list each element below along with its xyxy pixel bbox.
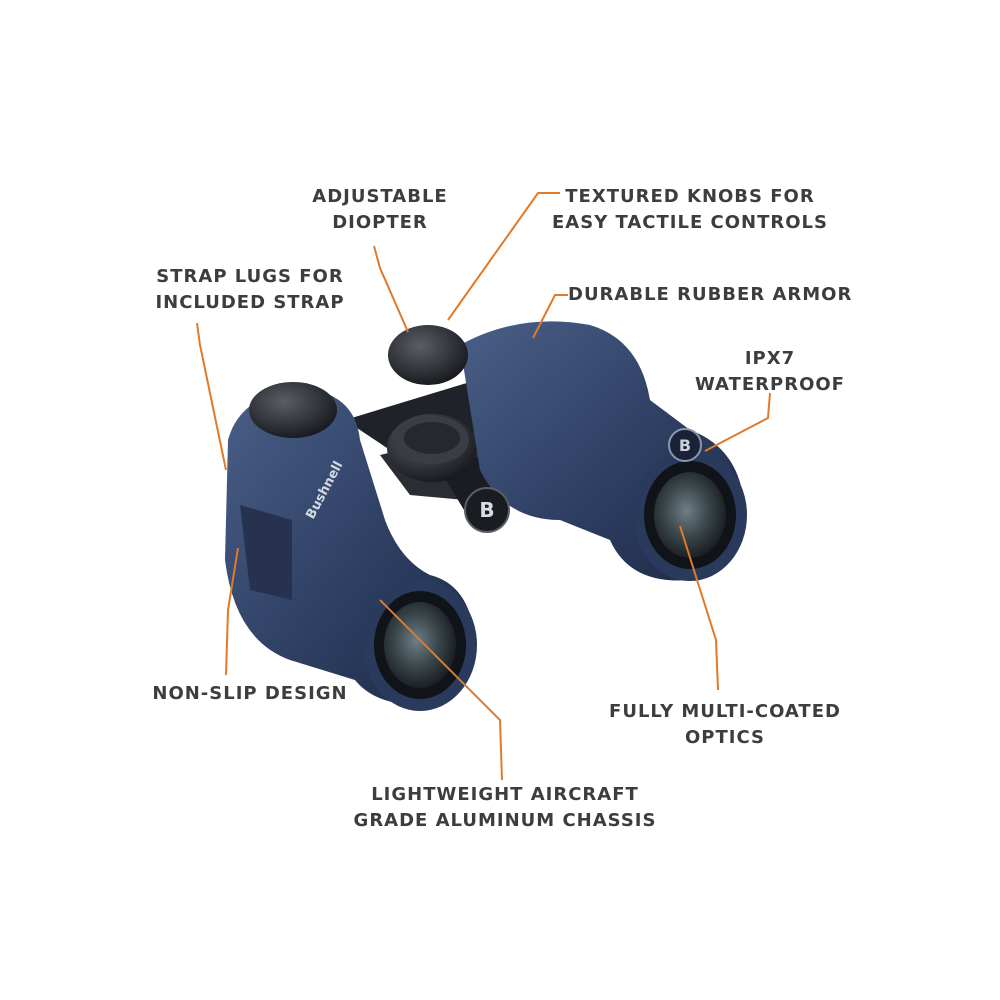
right-eyecup bbox=[388, 325, 468, 385]
hinge-logo-plate: B bbox=[464, 487, 510, 533]
leader-armor bbox=[532, 294, 568, 339]
focus-knob bbox=[387, 414, 477, 482]
ipx-badge bbox=[668, 428, 702, 462]
right-barrel: B bbox=[388, 321, 747, 581]
right-objective-lens bbox=[654, 472, 726, 558]
callout-textured-knobs: TEXTURED KNOBS FOR EASY TACTILE CONTROLS bbox=[540, 184, 840, 236]
callout-multi-coated-optics: FULLY MULTI-COATED OPTICS bbox=[590, 699, 860, 751]
callout-line: STRAP LUGS FOR bbox=[156, 266, 344, 287]
left-objective-lens bbox=[384, 602, 456, 688]
callout-line: FULLY MULTI-COATED bbox=[609, 701, 841, 722]
callout-line: LIGHTWEIGHT AIRCRAFT bbox=[371, 784, 639, 805]
callout-non-slip-design: NON-SLIP DESIGN bbox=[150, 681, 350, 707]
leader-lines bbox=[196, 192, 771, 781]
leader-knobs bbox=[447, 192, 560, 321]
hinge-logo: B bbox=[479, 498, 494, 522]
callout-line: GRADE ALUMINUM CHASSIS bbox=[353, 810, 657, 831]
callout-aluminum-chassis: LIGHTWEIGHT AIRCRAFT GRADE ALUMINUM CHAS… bbox=[340, 782, 670, 834]
callout-line: WATERPROOF bbox=[695, 374, 845, 395]
callout-line: IPX7 bbox=[744, 348, 796, 369]
callout-ipx7-waterproof: IPX7 WATERPROOF bbox=[680, 346, 860, 398]
callout-line: INCLUDED STRAP bbox=[155, 292, 345, 313]
callout-line: DURABLE RUBBER ARMOR bbox=[568, 284, 853, 305]
callout-adjustable-diopter: ADJUSTABLE DIOPTER bbox=[290, 184, 470, 236]
ipx-badge-logo: B bbox=[679, 436, 691, 455]
leader-optics bbox=[679, 525, 719, 691]
left-eyecup bbox=[249, 382, 337, 438]
leader-ipx bbox=[704, 392, 771, 452]
leader-diopter bbox=[373, 245, 409, 333]
leader-lugs bbox=[196, 322, 227, 471]
callout-line: DIOPTER bbox=[332, 212, 428, 233]
callout-line: ADJUSTABLE bbox=[312, 186, 448, 207]
callout-line: OPTICS bbox=[685, 727, 765, 748]
callout-line: EASY TACTILE CONTROLS bbox=[552, 212, 828, 233]
callout-strap-lugs: STRAP LUGS FOR INCLUDED STRAP bbox=[140, 264, 360, 316]
leader-chassis bbox=[379, 599, 503, 781]
callout-rubber-armor: DURABLE RUBBER ARMOR bbox=[568, 282, 853, 308]
callout-line: NON-SLIP DESIGN bbox=[152, 683, 348, 704]
callout-line: TEXTURED KNOBS FOR bbox=[565, 186, 815, 207]
grip-panel bbox=[240, 505, 292, 600]
leader-nonslip bbox=[225, 547, 239, 676]
